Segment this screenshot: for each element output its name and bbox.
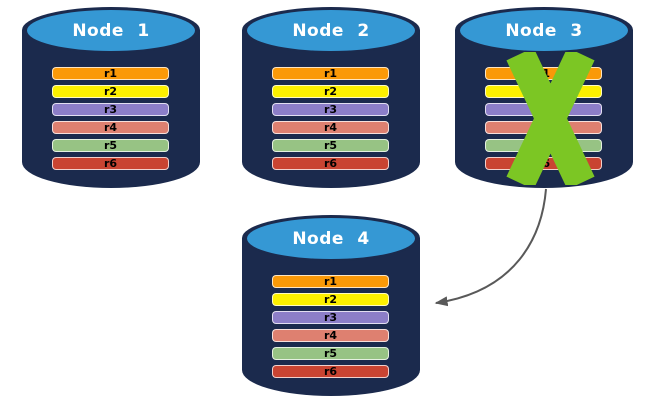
replica-bar-r5: r5 xyxy=(272,347,389,360)
replica-bar-r6: r6 xyxy=(52,157,169,170)
node-1-cylinder: Node 1 r1 r2 r3 r4 r5 r6 xyxy=(22,7,200,188)
replica-bar-r1: r1 xyxy=(52,67,169,80)
cylinder-top: Node 3 xyxy=(460,10,628,51)
replica-label: r5 xyxy=(323,347,338,360)
replica-label: r4 xyxy=(103,121,118,134)
node-title: Node 3 xyxy=(505,20,583,41)
replica-label: r1 xyxy=(323,67,338,80)
cylinder-top: Node 4 xyxy=(247,218,415,259)
replica-list: r1 r2 r3 r4 r5 r6 xyxy=(272,67,389,170)
replica-bar-r2: r2 xyxy=(272,85,389,98)
replica-label: r4 xyxy=(323,121,338,134)
replica-bar-r5: r5 xyxy=(272,139,389,152)
node-3-cylinder: Node 3 r1 r2 r3 r4 r5 r6 xyxy=(455,7,633,188)
node-4-cylinder: Node 4 r1 r2 r3 r4 r5 r6 xyxy=(242,215,420,396)
cylinder-top: Node 1 xyxy=(27,10,195,51)
replica-label: r4 xyxy=(323,329,338,342)
replica-bar-r4: r4 xyxy=(52,121,169,134)
replica-bar-r3: r3 xyxy=(272,103,389,116)
replica-label: r3 xyxy=(103,103,118,116)
replica-bar-r5: r5 xyxy=(52,139,169,152)
replica-label: r5 xyxy=(103,139,118,152)
replica-label: r6 xyxy=(323,157,338,170)
replica-bar-r2: r2 xyxy=(272,293,389,306)
replica-label: r3 xyxy=(323,311,338,324)
node-title: Node 1 xyxy=(72,20,150,41)
node-2-cylinder: Node 2 r1 r2 r3 r4 r5 r6 xyxy=(242,7,420,188)
replica-bar-r1: r1 xyxy=(272,67,389,80)
replica-list: r1 r2 r3 r4 r5 r6 xyxy=(272,275,389,378)
replica-bar-r6: r6 xyxy=(272,365,389,378)
replica-label: r2 xyxy=(323,85,338,98)
node-title: Node 2 xyxy=(292,20,370,41)
replica-label: r6 xyxy=(103,157,118,170)
replica-bar-r3: r3 xyxy=(52,103,169,116)
replica-bar-r3: r3 xyxy=(272,311,389,324)
replica-label: r2 xyxy=(103,85,118,98)
node-title: Node 4 xyxy=(292,228,370,249)
replica-bar-r6: r6 xyxy=(272,157,389,170)
replica-label: r1 xyxy=(103,67,118,80)
replica-label: r5 xyxy=(323,139,338,152)
green-x-icon xyxy=(506,52,595,185)
replica-label: r2 xyxy=(323,293,338,306)
replica-label: r6 xyxy=(323,365,338,378)
replica-bar-r1: r1 xyxy=(272,275,389,288)
replica-list: r1 r2 r3 r4 r5 r6 xyxy=(52,67,169,170)
replica-bar-r2: r2 xyxy=(52,85,169,98)
replica-bar-r4: r4 xyxy=(272,121,389,134)
replica-label: r3 xyxy=(323,103,338,116)
replica-label: r1 xyxy=(323,275,338,288)
replica-bar-r4: r4 xyxy=(272,329,389,342)
cylinder-top: Node 2 xyxy=(247,10,415,51)
